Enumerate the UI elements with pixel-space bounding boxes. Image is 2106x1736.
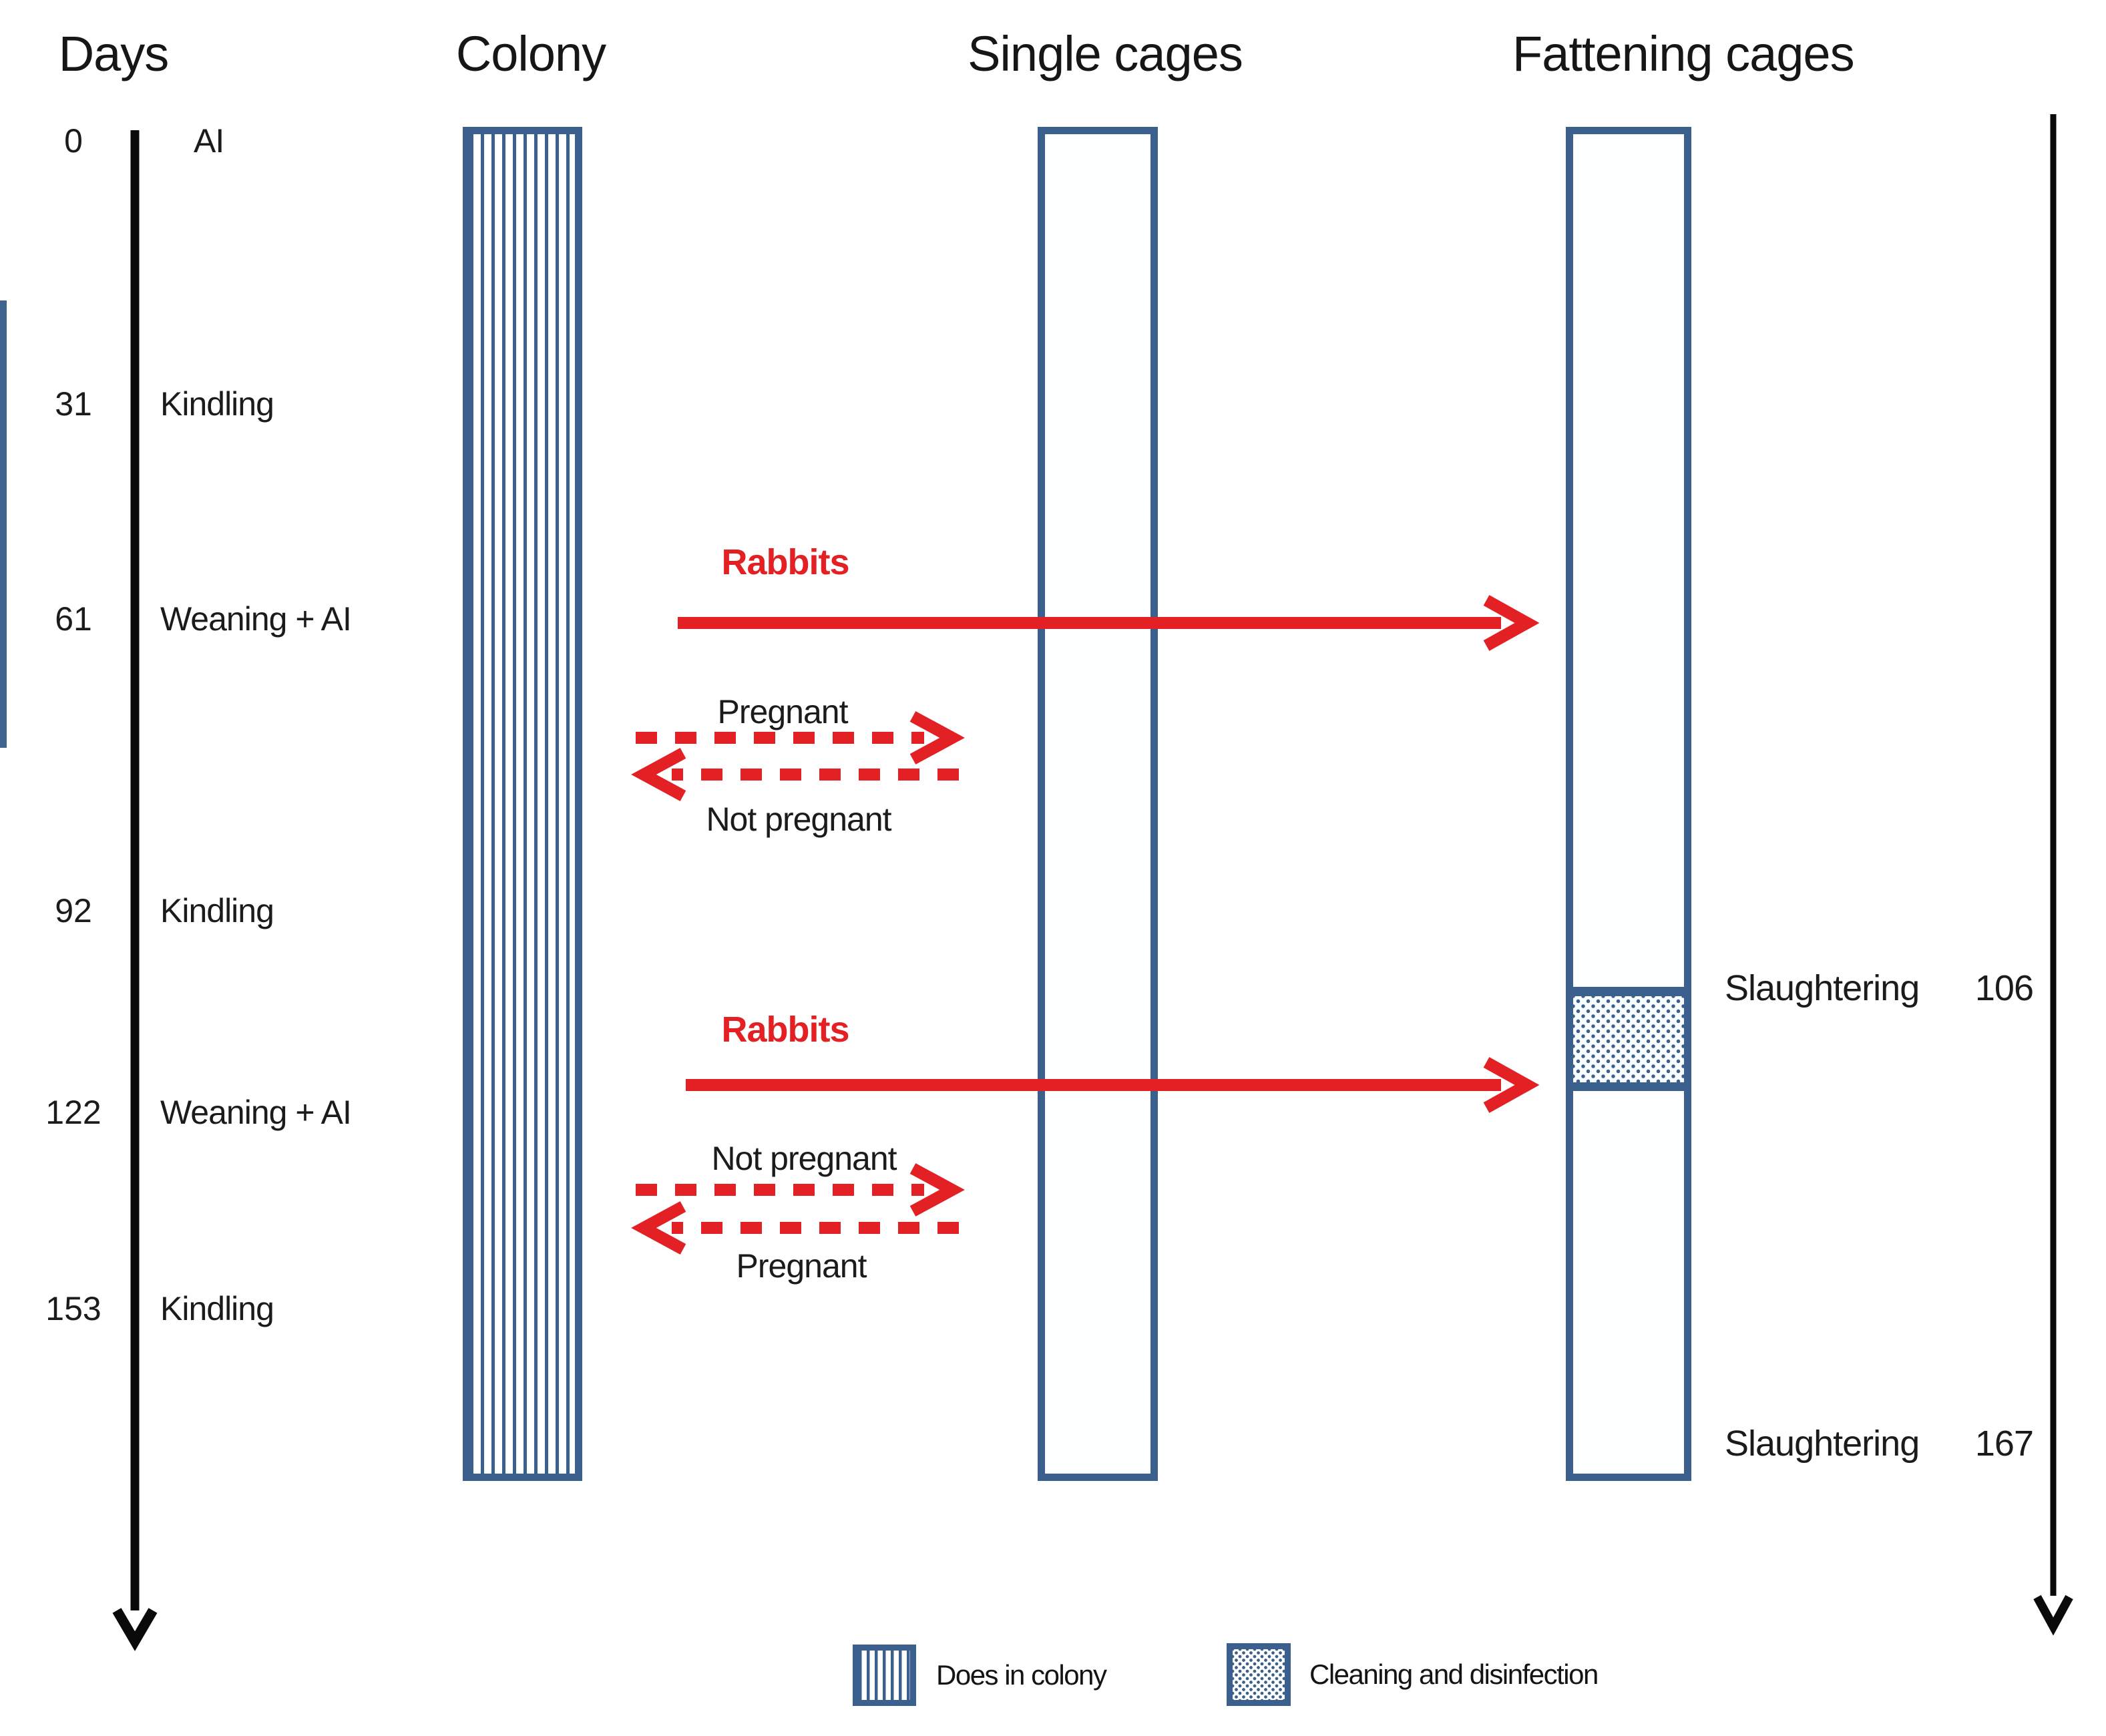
- days-header: Days: [58, 26, 170, 81]
- single-cages-header: Single cages: [968, 26, 1243, 81]
- legend-stripes-swatch-icon: [853, 1645, 916, 1706]
- slaughtering-day-value: 106: [1974, 968, 2034, 1008]
- rabbits-arrow-2-head-icon: [1483, 1057, 1540, 1113]
- rabbits-label-2: Rabbits: [721, 1010, 849, 1050]
- slaughtering-day-value: 167: [1974, 1424, 2034, 1464]
- days-axis-arrowhead-icon: [112, 1608, 158, 1651]
- slaughtering-label: Slaughtering: [1725, 968, 1920, 1008]
- event-label: Kindling: [160, 892, 274, 929]
- legend-item-label: Cleaning and disinfection: [1309, 1659, 1599, 1690]
- event-label: Kindling: [160, 1290, 274, 1327]
- not-pregnant-dashed-arrow-1-head-icon: [631, 748, 686, 801]
- day-tick-label: 153: [45, 1290, 101, 1327]
- slaughtering-label: Slaughtering: [1725, 1424, 1920, 1464]
- day-tick-label: 0: [64, 122, 83, 160]
- day-tick-label: 122: [45, 1094, 101, 1131]
- pregnant-label-2: Pregnant: [736, 1247, 867, 1285]
- legend-item-label: Does in colony: [936, 1659, 1107, 1691]
- legend-stipple-swatch-icon: [1227, 1643, 1291, 1706]
- day-tick-label: 31: [55, 385, 92, 423]
- pregnant-dashed-arrow-2-head-icon: [631, 1201, 686, 1255]
- event-label: Kindling: [160, 385, 274, 423]
- colony-header: Colony: [455, 26, 606, 81]
- event-label: AI: [194, 122, 224, 160]
- cleaning-disinfection-section: [1566, 987, 1691, 1091]
- event-label: Weaning + AI: [160, 1094, 352, 1131]
- day-tick-label: 61: [55, 600, 92, 638]
- not-pregnant-label-1: Not pregnant: [706, 801, 891, 838]
- pregnant-dashed-arrow-1-head-icon: [909, 711, 965, 765]
- not-pregnant-label-2: Not pregnant: [711, 1140, 897, 1177]
- pregnant-label-1: Pregnant: [717, 693, 849, 730]
- single-cages-column: [1038, 127, 1158, 1481]
- right-axis-arrowhead-icon: [2033, 1594, 2073, 1636]
- day-tick-label: 92: [55, 892, 92, 929]
- fattening-cages-header: Fattening cages: [1512, 26, 1855, 81]
- rabbits-arrow-1-head-icon: [1483, 595, 1540, 651]
- fattening-cages-column: [1566, 127, 1691, 1481]
- left-edge-artifact: [0, 300, 7, 748]
- colony-column: [463, 127, 582, 1481]
- event-label: Weaning + AI: [160, 600, 352, 638]
- rabbits-label-1: Rabbits: [721, 542, 849, 582]
